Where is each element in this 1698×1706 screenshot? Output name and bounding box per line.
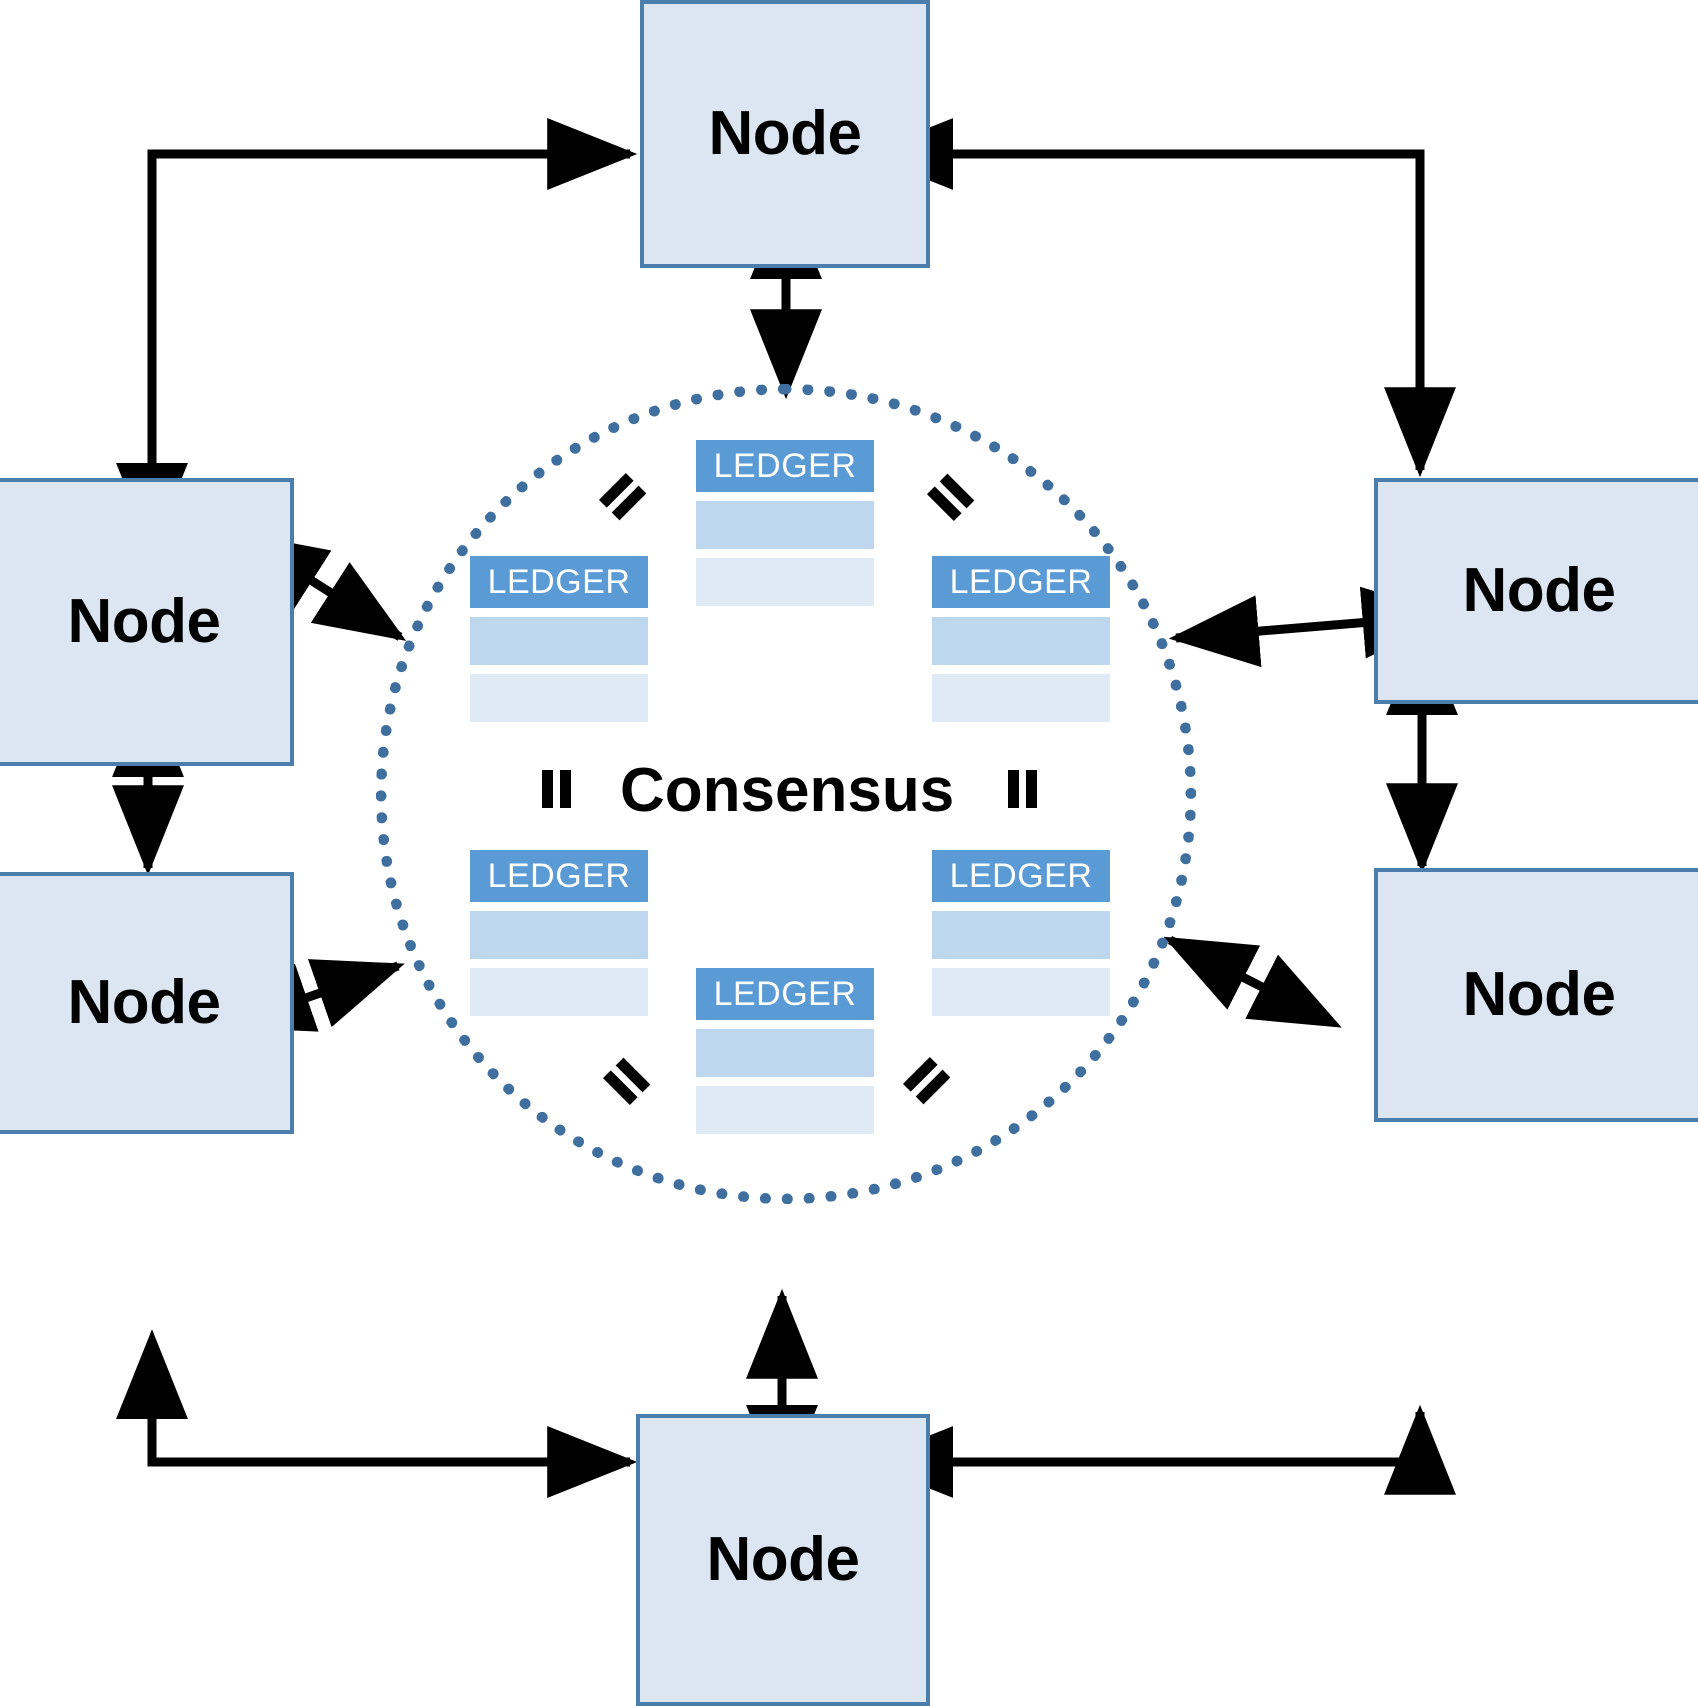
node-left-lower[interactable]: Node — [0, 872, 294, 1134]
consensus-boundary-circle — [376, 384, 1196, 1204]
conn-right-lower-bottom — [863, 1404, 1456, 1498]
node-right-upper[interactable]: Node — [1374, 478, 1698, 704]
ledger-right-upper-row-2 — [932, 674, 1110, 722]
conn-left-lower-bottom — [116, 1329, 638, 1498]
ledger-left-upper-header: LEDGER — [470, 556, 648, 608]
ledger-left-upper-row-2 — [470, 674, 648, 722]
ledger-top[interactable]: LEDGER — [696, 440, 874, 606]
ledger-bottom-row-1 — [696, 1029, 874, 1077]
ledger-right-lower-row-2 — [932, 968, 1110, 1016]
conn-right-upper-top — [863, 118, 1456, 478]
node-left-upper[interactable]: Node — [0, 478, 294, 766]
consensus-title: Consensus — [620, 756, 955, 825]
node-right-lower-label: Node — [1462, 960, 1617, 1029]
ledger-top-header: LEDGER — [696, 440, 874, 492]
ledger-left-lower-row-1 — [470, 911, 648, 959]
ledger-right-lower[interactable]: LEDGER — [932, 850, 1110, 1016]
ledger-right-upper-header: LEDGER — [932, 556, 1110, 608]
ledger-left-upper[interactable]: LEDGER — [470, 556, 648, 722]
node-right-lower[interactable]: Node — [1374, 868, 1698, 1122]
ledger-bottom-row-2 — [696, 1086, 874, 1134]
eq-mid-left-icon — [538, 770, 576, 808]
ledger-right-lower-header: LEDGER — [932, 850, 1110, 902]
conn-left-upper-top — [116, 118, 638, 553]
node-bottom-label: Node — [706, 1525, 861, 1594]
ledger-left-upper-row-1 — [470, 617, 648, 665]
ledger-right-lower-row-1 — [932, 911, 1110, 959]
node-bottom[interactable]: Node — [636, 1414, 930, 1706]
node-left-lower-label: Node — [67, 968, 222, 1037]
node-right-upper-label: Node — [1462, 556, 1617, 625]
conn-left-upper-to-circle — [236, 532, 407, 641]
ledger-bottom-header: LEDGER — [696, 968, 874, 1020]
ledger-left-lower[interactable]: LEDGER — [470, 850, 648, 1016]
node-left-upper-label: Node — [67, 587, 222, 656]
ledger-top-row-1 — [696, 501, 874, 549]
conn-right-upper-to-circle — [1168, 586, 1453, 668]
ledger-left-lower-row-2 — [470, 968, 648, 1016]
eq-mid-right-icon — [1004, 770, 1042, 808]
ledger-top-row-2 — [696, 558, 874, 606]
ledger-right-upper[interactable]: LEDGER — [932, 556, 1110, 722]
ledger-bottom[interactable]: LEDGER — [696, 968, 874, 1134]
ledger-left-lower-header: LEDGER — [470, 850, 648, 902]
conn-right-lower-to-circle — [1163, 935, 1342, 1028]
node-top-label: Node — [708, 99, 863, 168]
node-top[interactable]: Node — [640, 0, 930, 268]
conn-left-lower-to-circle — [221, 959, 405, 1032]
ledger-right-upper-row-1 — [932, 617, 1110, 665]
